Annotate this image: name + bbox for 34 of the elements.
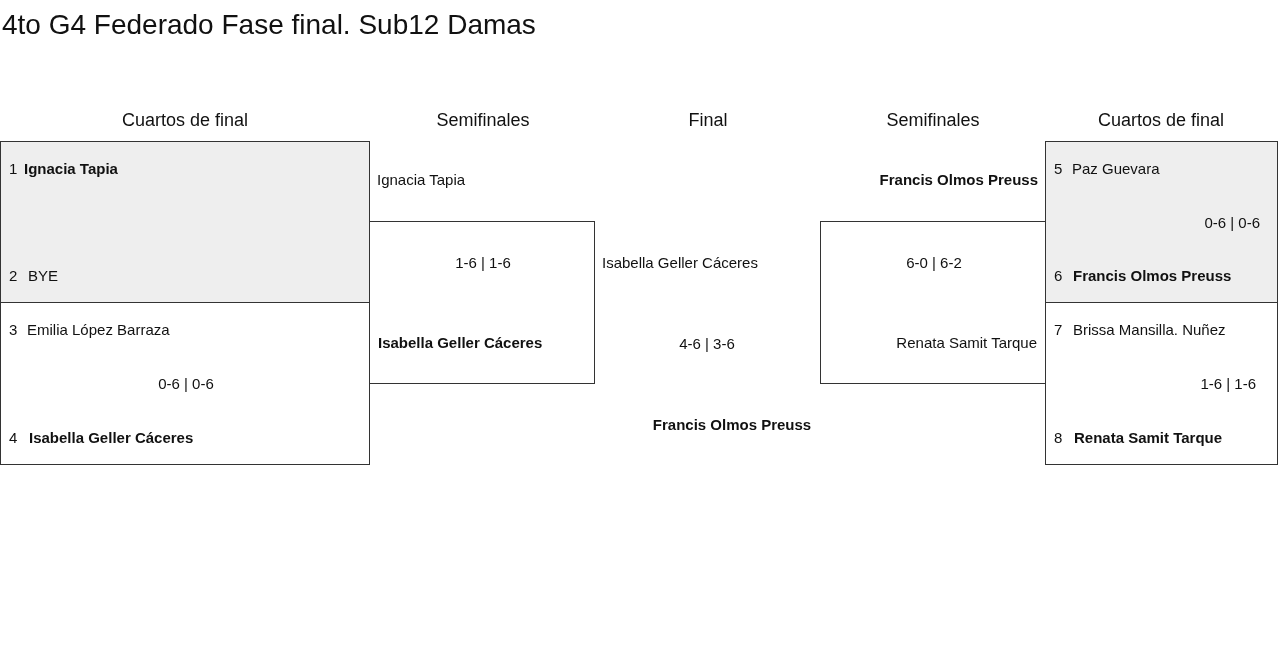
player-name: Paz Guevara — [1072, 159, 1160, 179]
player-name: Brissa Mansilla. Nuñez — [1073, 320, 1226, 340]
round-heading: Semifinales — [886, 110, 980, 130]
match-score: 4-6 | 3-6 — [679, 334, 735, 354]
player-name: Francis Olmos Preuss — [652, 415, 812, 435]
player-name: Renata Samit Tarque — [1074, 428, 1223, 448]
seed-number: 3 — [9, 320, 18, 340]
match-score: 0-6 | 0-6 — [158, 374, 214, 394]
player-name: Renata Samit Tarque — [896, 333, 1037, 353]
seed-number: 1 — [9, 159, 18, 179]
match-score: 0-6 | 0-6 — [1204, 213, 1260, 233]
player-name: Isabella Geller Cáceres — [602, 253, 758, 273]
seed-number: 2 — [9, 266, 18, 286]
seed-number: 5 — [1054, 159, 1063, 179]
page-title: 4to G4 Federado Fase final. Sub12 Damas — [2, 8, 536, 42]
match-score: 1-6 | 1-6 — [1200, 374, 1256, 394]
seed-number: 6 — [1054, 266, 1063, 286]
round-heading: Cuartos de final — [1097, 110, 1225, 130]
match-score: 6-0 | 6-2 — [906, 253, 962, 273]
player-name: Francis Olmos Preuss — [879, 170, 1038, 190]
round-heading: Final — [688, 110, 728, 130]
player-name: Ignacia Tapia — [24, 159, 118, 179]
player-name: Ignacia Tapia — [377, 170, 466, 190]
player-name: Isabella Geller Cáceres — [29, 428, 194, 448]
seed-number: 4 — [9, 428, 18, 448]
seed-number: 8 — [1054, 428, 1063, 448]
player-name: BYE — [28, 266, 58, 286]
round-heading: Semifinales — [436, 110, 530, 130]
seed-number: 7 — [1054, 320, 1063, 340]
player-name: Emilia López Barraza — [27, 320, 170, 340]
round-heading: Cuartos de final — [121, 110, 249, 130]
player-name: Francis Olmos Preuss — [1073, 266, 1232, 286]
player-name: Isabella Geller Cáceres — [378, 333, 543, 353]
match-score: 1-6 | 1-6 — [455, 253, 511, 273]
